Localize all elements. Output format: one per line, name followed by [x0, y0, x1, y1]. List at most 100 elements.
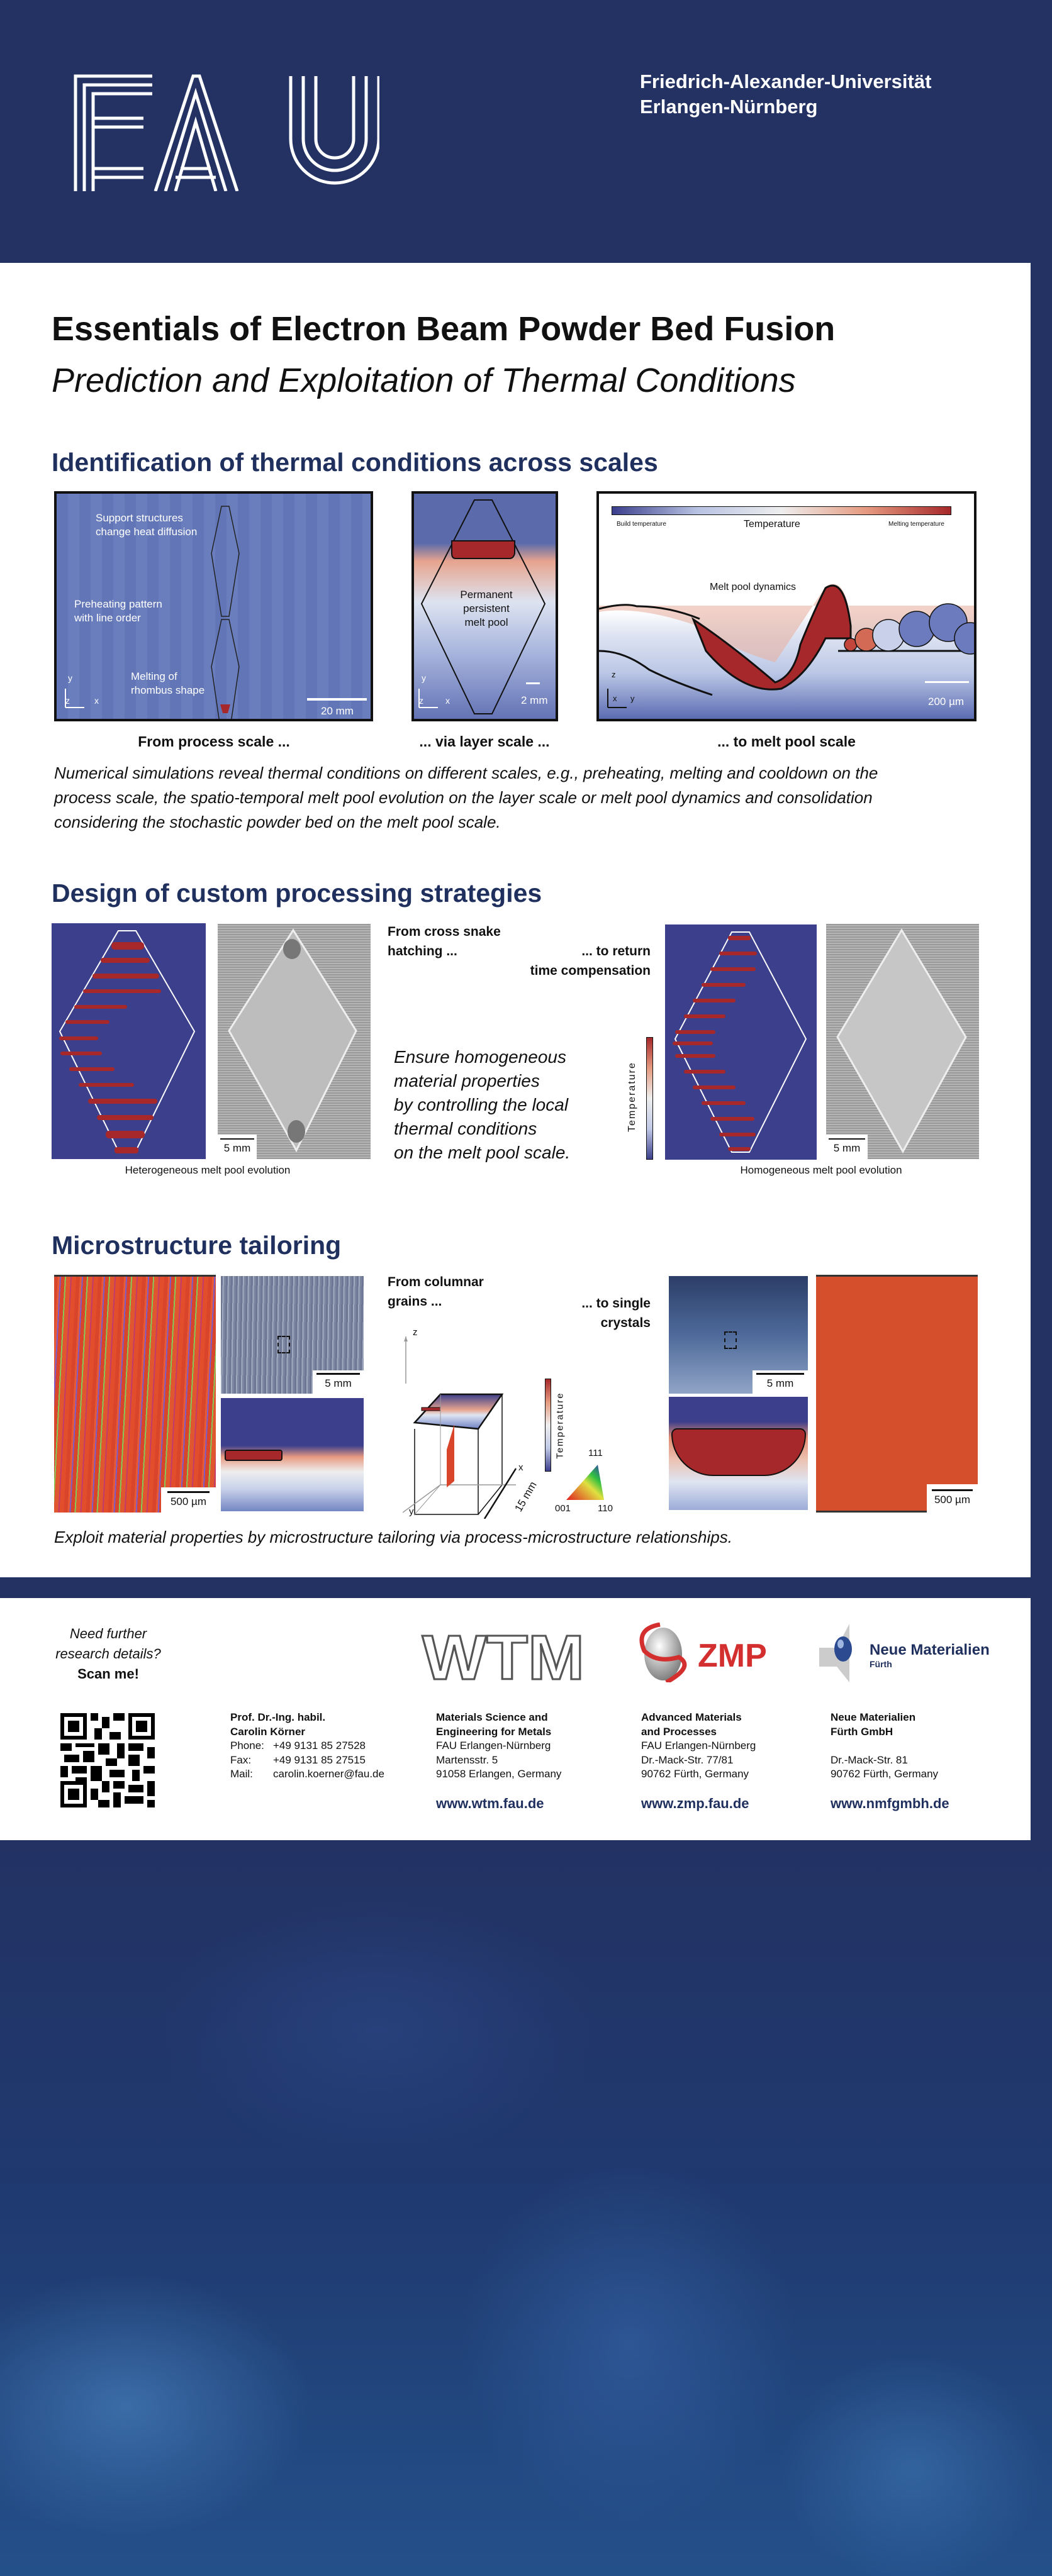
axis-label: y — [422, 673, 426, 683]
university-line1: Friedrich-Alexander-Universität — [640, 70, 932, 92]
address-line: Dr.-Mack-Str. 81 — [831, 1753, 908, 1766]
scale-box: 5 mm — [753, 1370, 808, 1394]
text-line: From columnar — [388, 1275, 484, 1289]
from-text: From cross snake hatching ... — [388, 922, 501, 961]
single-crystal-simulation — [669, 1397, 808, 1510]
axis-label: y — [68, 673, 72, 683]
label: Permanent — [460, 589, 513, 601]
section-heading-thermal: Identification of thermal conditions acr… — [52, 448, 658, 477]
region-marker — [724, 1331, 737, 1349]
text-line: on the melt pool scale. — [394, 1143, 571, 1162]
contact-title: Prof. Dr.-Ing. habil. — [230, 1711, 326, 1723]
3d-build-diagram — [403, 1336, 517, 1519]
footer — [0, 1598, 1031, 1840]
address-line: 91058 Erlangen, Germany — [436, 1768, 562, 1780]
scale-label: 20 mm — [321, 705, 354, 717]
temperature-colorbar — [545, 1379, 551, 1472]
ipf-label-110: 110 — [598, 1503, 613, 1514]
sample-rhombus — [228, 928, 357, 1153]
text-line: Numerical simulations reveal thermal con… — [54, 763, 878, 782]
scale-label: 5 mm — [325, 1377, 352, 1389]
homogeneous-sample-photo: 5 mm — [826, 924, 979, 1159]
label: Support structures — [96, 512, 183, 524]
melt-pool-shape — [599, 584, 974, 708]
caption-homogeneous: Homogeneous melt pool evolution — [740, 1164, 902, 1176]
text-line: Scan me! — [77, 1666, 139, 1682]
scale-label: 5 mm — [766, 1377, 794, 1389]
rhombus-hatching — [673, 931, 807, 1153]
text-line: considering the stochastic powder bed on… — [54, 813, 501, 831]
temperature-colorbar — [612, 506, 951, 515]
axis-label: z — [612, 670, 616, 679]
nmf-logo-text: Neue Materialien — [870, 1641, 990, 1658]
address-line: Martensstr. 5 — [436, 1753, 498, 1766]
org-name: Fürth GmbH — [831, 1725, 893, 1738]
org-name: and Processes — [641, 1725, 717, 1738]
nmf-url-link[interactable]: www.nmfgmbh.de — [831, 1796, 949, 1811]
axis-label-z: z — [413, 1327, 418, 1338]
temperature-colorbar — [646, 1037, 653, 1160]
scale-box: 5 mm — [313, 1370, 364, 1394]
mail-label: Mail: — [230, 1768, 253, 1780]
nmf-contact: Neue Materialien Fürth GmbH Dr.-Mack-Str… — [831, 1711, 938, 1782]
text-line: research details? — [55, 1646, 161, 1662]
axis-label: z — [65, 696, 70, 706]
text-line: Need further — [69, 1626, 147, 1641]
label: melt pool — [464, 616, 508, 628]
university-name: Friedrich-Alexander-Universität Erlangen… — [640, 69, 931, 119]
email-link[interactable]: carolin.koerner@fau.de — [273, 1768, 384, 1780]
zmp-url-link[interactable]: www.zmp.fau.de — [641, 1796, 749, 1811]
zmp-logo[interactable]: ZMP — [632, 1623, 770, 1682]
phone-number[interactable]: +49 9131 85 27528 — [273, 1740, 366, 1752]
contact-person: Prof. Dr.-Ing. habil. Carolin Körner Pho… — [230, 1711, 384, 1782]
melt-pool-scale-figure: Build temperature Temperature Melting te… — [596, 491, 976, 721]
columnar-simulation — [221, 1398, 364, 1511]
text-line: hatching ... — [388, 944, 457, 958]
axis-label: x — [445, 696, 450, 706]
label: Melting of — [131, 670, 177, 682]
text-line: Ensure homogeneous — [394, 1047, 566, 1067]
org-name: Materials Science and — [436, 1711, 548, 1723]
text-line: grains ... — [388, 1294, 442, 1309]
wtm-url-link[interactable]: www.wtm.fau.de — [436, 1796, 544, 1811]
axis-label-y: y — [409, 1506, 414, 1517]
text-line: time compensation — [530, 963, 651, 978]
scale-box: 500 µm — [927, 1484, 978, 1513]
section3-description: Exploit material properties by microstru… — [54, 1528, 732, 1546]
heterogeneous-simulation — [52, 923, 206, 1159]
text-line: From cross snake — [388, 924, 501, 939]
rhombus-hatching — [59, 930, 196, 1153]
ipf-color-triangle — [566, 1465, 604, 1500]
homogeneous-simulation — [665, 924, 817, 1160]
heterogeneous-sample-photo: 5 mm — [218, 924, 371, 1159]
scale-label: 2 mm — [521, 694, 548, 706]
melt-pool — [225, 1450, 283, 1461]
axis-label: z — [419, 696, 423, 706]
qr-code[interactable] — [60, 1713, 155, 1807]
university-line2: Erlangen-Nürnberg — [640, 96, 818, 118]
address-line: FAU Erlangen-Nürnberg — [641, 1740, 756, 1752]
section-heading-microstructure: Microstructure tailoring — [52, 1231, 342, 1260]
layer-scale-figure: Permanent persistent melt pool 2 mm y z … — [411, 491, 558, 721]
org-name: Neue Materialien — [831, 1711, 916, 1723]
zmp-logo-text: ZMP — [698, 1638, 767, 1674]
address-line: FAU Erlangen-Nürnberg — [436, 1740, 551, 1752]
text-line: by controlling the local — [394, 1095, 569, 1114]
label: Preheating pattern — [74, 598, 162, 610]
axis-label: x — [94, 696, 99, 706]
scale-box: 5 mm — [218, 1135, 257, 1159]
nmf-logo[interactable]: Neue Materialien Fürth — [818, 1623, 1000, 1682]
colorbar-title: Temperature — [744, 519, 800, 530]
wtm-logo[interactable]: WTM — [420, 1623, 587, 1683]
melt-pool — [671, 1428, 806, 1476]
scale-label: 5 mm — [223, 1142, 251, 1154]
scale-label: 200 µm — [928, 696, 965, 708]
rhombus-outline — [418, 499, 546, 714]
axis-label: x — [613, 694, 617, 703]
zmp-contact: Advanced Materials and Processes FAU Erl… — [641, 1711, 756, 1782]
fax-number: +49 9131 85 27515 — [273, 1753, 366, 1766]
caption-melt-pool-scale: ... to melt pool scale — [717, 733, 856, 750]
org-name: Engineering for Metals — [436, 1725, 552, 1738]
